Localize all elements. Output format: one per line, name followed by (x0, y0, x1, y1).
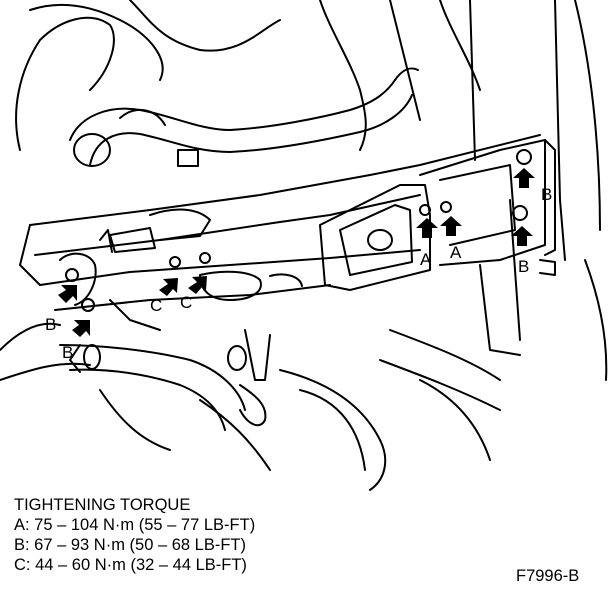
figure-id: F7996-B (516, 567, 580, 585)
torque-legend: TIGHTENING TORQUE A: 75 – 104 N·m (55 – … (14, 495, 414, 575)
lower-control-arm (59, 299, 501, 491)
arrow-a-right (440, 216, 462, 236)
legend-c: C: 44 – 60 N·m (32 – 44 LB-FT) (14, 556, 247, 574)
arrow-b-mid-right (511, 226, 533, 246)
legend-title: TIGHTENING TORQUE (14, 496, 191, 514)
callout-b-top-right: B (541, 185, 552, 204)
coolant-hose (69, 67, 419, 167)
arrow-c-left (159, 278, 178, 296)
arrow-c-right (188, 276, 207, 294)
callout-c-right: C (180, 293, 192, 312)
callout-a-right: A (450, 243, 462, 262)
bolts (65, 149, 532, 312)
engine-mount-bracket (319, 139, 556, 356)
callout-b-left-upper: B (45, 315, 56, 334)
arrow-b-left-lower (72, 320, 90, 337)
legend-a: A: 75 – 104 N·m (55 – 77 LB-FT) (14, 516, 256, 534)
crossmember (19, 134, 541, 311)
callout-labels: A A B B B B C C (45, 185, 552, 362)
callout-c-left: C (150, 296, 162, 315)
callout-b-mid-right: B (518, 257, 529, 276)
arrow-b-top-right (513, 168, 535, 188)
background-structure (0, 0, 608, 381)
arrow-a-left (416, 218, 438, 238)
callout-b-left-lower: B (62, 343, 73, 362)
legend-b: B: 67 – 93 N·m (50 – 68 LB-FT) (14, 536, 247, 554)
arrow-b-left-upper (58, 285, 77, 303)
torque-arrows (58, 168, 535, 337)
callout-a-left: A (420, 250, 432, 269)
